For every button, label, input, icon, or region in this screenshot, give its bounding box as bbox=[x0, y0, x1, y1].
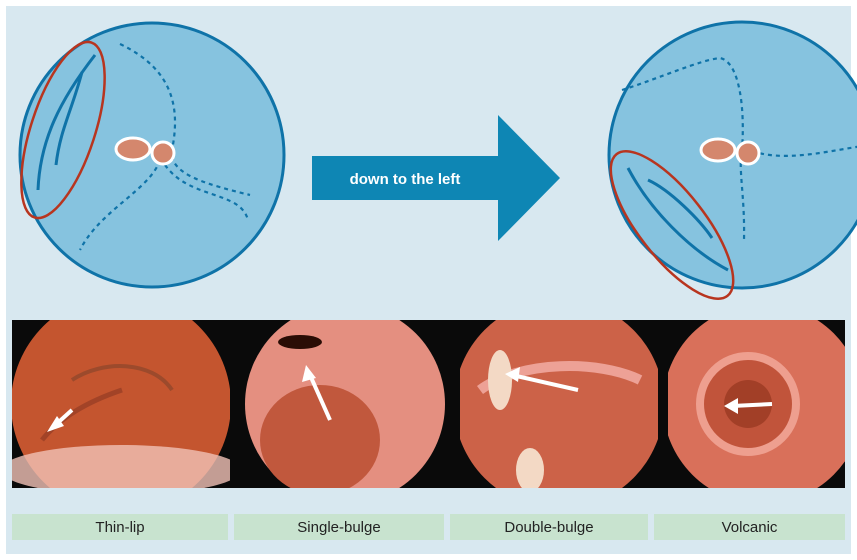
thin-lip-photo bbox=[12, 320, 230, 488]
fold-orifice-after bbox=[701, 139, 735, 161]
lumen-before bbox=[4, 23, 284, 287]
direction-arrow-label: down to the left bbox=[310, 160, 500, 198]
papilla-after bbox=[737, 142, 759, 164]
lumen-after bbox=[591, 22, 857, 316]
fold-orifice-before bbox=[116, 138, 150, 160]
papilla-before bbox=[152, 142, 174, 164]
caption-single-bulge: Single-bulge bbox=[234, 514, 444, 540]
endoscopy-photo-strip bbox=[12, 320, 845, 488]
caption-double-bulge: Double-bulge bbox=[450, 514, 648, 540]
caption-volcanic: Volcanic bbox=[654, 514, 845, 540]
volcanic-photo bbox=[668, 320, 845, 488]
double-bulge-photo bbox=[460, 320, 658, 488]
caption-thin-lip: Thin-lip bbox=[12, 514, 228, 540]
single-bulge-photo bbox=[240, 320, 450, 488]
